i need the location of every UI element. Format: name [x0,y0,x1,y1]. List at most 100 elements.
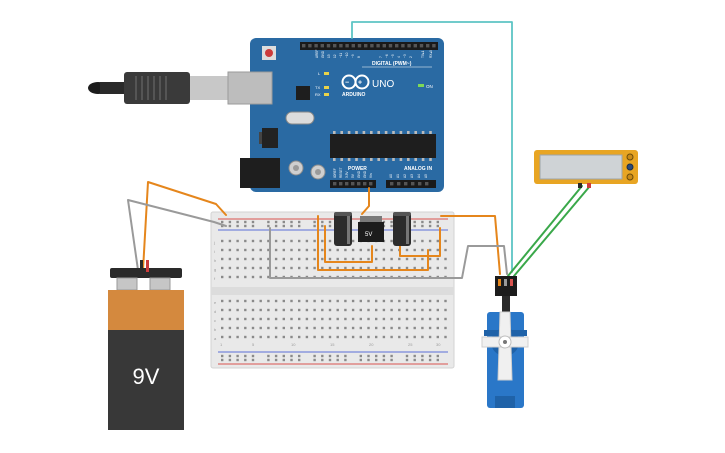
pin-5-label: ~5 [391,54,395,58]
electrolytic-capacitor-left[interactable] [334,212,352,246]
wire-5v-to-regulator[interactable] [361,187,370,215]
terminal-hole [398,257,401,261]
signal-wire-pin9-to-servo[interactable] [351,21,513,273]
orange-jumper-wire-2[interactable] [324,225,373,263]
terminal-hole [398,335,401,339]
rail-hole [267,354,270,358]
atmega-chip [330,134,436,158]
rail-hole [236,354,239,358]
battery-positive-wire[interactable] [142,181,227,271]
terminal-hole [444,257,447,261]
terminal-hole [367,299,370,303]
terminal-hole [267,275,270,279]
terminal-hole [344,257,347,261]
sensor-green-wire-2[interactable] [513,185,591,277]
battery-9v[interactable]: 9V [108,260,184,430]
orange-jumper-wire-3[interactable] [399,227,441,257]
rail-hole [375,354,378,358]
chip-leg [399,158,403,161]
terminal-hole [259,239,262,243]
terminal-hole [375,266,378,270]
terminal-hole [351,317,355,321]
sensor-pin-2 [626,163,634,171]
pin-vin-label: Vin [369,173,373,178]
terminal-hole [359,317,362,321]
terminal-hole [421,299,424,303]
terminal-hole [390,257,393,261]
terminal-hole [251,299,255,303]
regulator-circuit[interactable]: 5V [334,212,411,246]
arduino-uno[interactable]: AREF GND 13 12 ~11 ~10 ~9 8 7 ~6 ~5 4 ~3… [227,38,444,192]
electrolytic-capacitor-right[interactable] [393,212,411,246]
terminal-hole [221,326,224,330]
voltage-regulator-7805[interactable]: 5V [358,216,384,242]
terminal-hole [351,308,355,312]
rail-hole [274,224,278,228]
battery-top-band [108,290,184,330]
rail-hole [359,354,362,358]
terminal-hole [282,257,285,261]
breadboard-column-numbers: 1 5 10 15 20 25 30 [220,342,441,347]
digital-pin-socket [302,44,306,48]
terminal-hole [282,335,285,339]
rail-hole [413,224,416,228]
terminal-hole [328,335,332,339]
usb-cable[interactable] [88,72,232,104]
rail-hole [436,220,439,224]
terminal-hole [436,257,439,261]
chip-leg [340,131,343,134]
battery-negative-wire[interactable] [127,199,227,271]
servo-motor[interactable] [481,276,529,408]
terminal-hole [336,248,339,252]
breadboard[interactable]: j i h g f e d c b a 1 5 10 15 20 25 30 [210,211,455,369]
terminal-hole [221,257,224,261]
terminal-hole [259,266,262,270]
terminal-hole [328,239,332,243]
rail-hole [221,220,224,224]
terminal-hole [244,266,247,270]
rail-hole [436,358,439,362]
voltage-regulator-tab [259,132,262,144]
battery-label: 9V [133,364,160,389]
regulator-label: 5V [365,232,372,238]
reset-button-cap[interactable] [265,49,273,57]
terminal-hole [367,257,370,261]
pin-11-label: ~11 [339,53,343,58]
rail-hole [375,358,378,362]
chip-leg [347,131,351,134]
rail-hole [421,220,424,224]
terminal-hole [244,248,247,252]
pin-5v-label: 5V [351,173,355,178]
breadboard-row-letters: j i h g f e d c b a [213,240,217,341]
column-number-15: 15 [330,342,335,347]
terminal-hole [282,248,285,252]
led-tx-label: TX [315,85,320,90]
terminal-hole [428,326,432,330]
terminal-hole [290,317,293,321]
sensor-module[interactable] [534,150,638,188]
terminal-hole [336,308,339,312]
sensor-green-wire-1[interactable] [507,185,583,277]
terminal-hole [313,308,316,312]
digital-header[interactable] [300,42,438,50]
chip-leg [421,158,425,161]
chip-leg [355,131,358,134]
terminal-hole [305,299,309,303]
terminal-hole [351,326,355,330]
terminal-hole [328,326,332,330]
terminal-hole [328,266,332,270]
terminal-hole [221,335,224,339]
ground-wire-to-servo[interactable] [269,227,508,279]
orange-jumper-wire-1[interactable] [317,215,429,271]
ioref-label: IOREF [333,168,337,178]
terminal-hole [298,248,301,252]
row-letter-g: g [214,267,216,272]
wire-power-rail-to-servo[interactable] [440,215,501,275]
aref-label: AREF [315,49,319,58]
rail-hole [267,224,270,228]
chip-leg [333,158,336,161]
terminal-hole [259,257,262,261]
terminal-hole [236,266,239,270]
terminal-hole [436,335,439,339]
